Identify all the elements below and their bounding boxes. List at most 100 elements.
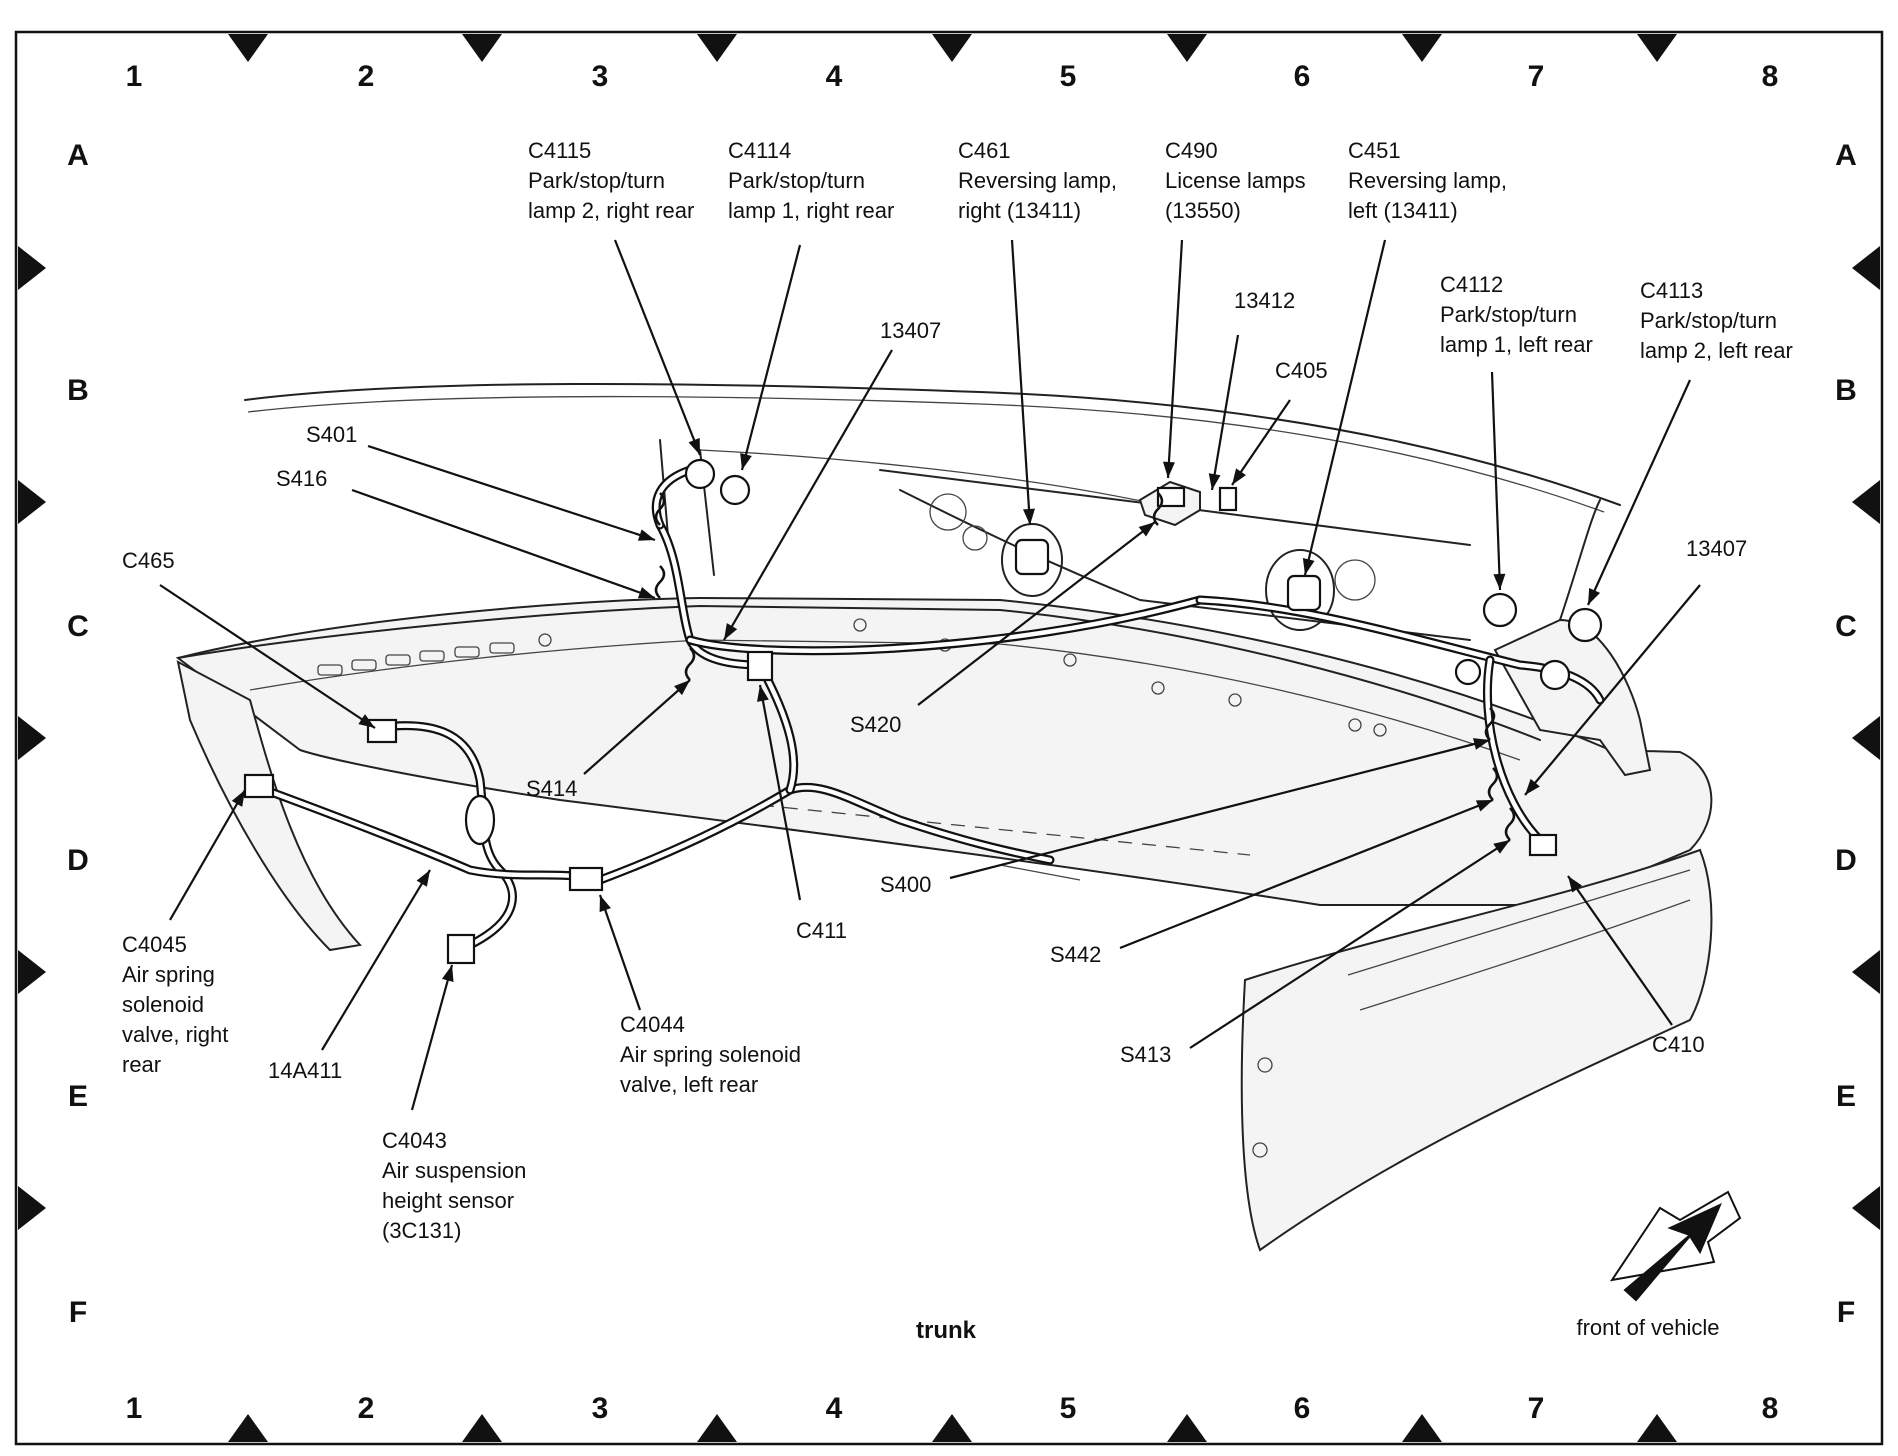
arrowhead-c451 — [1302, 558, 1315, 575]
leader-line-s414 — [583, 679, 691, 775]
arrowhead-s414 — [674, 680, 690, 696]
leader-line-c4045 — [169, 789, 246, 921]
leader-line-n13407-right — [1524, 584, 1701, 796]
connector-c4115 — [684, 458, 716, 490]
label-s442-line-1: S442 — [1050, 942, 1101, 967]
diagram-frame — [14, 30, 1884, 1446]
label-c451-line-1: C451 — [1348, 138, 1401, 163]
arrowhead-s442 — [1475, 800, 1493, 812]
label-c4113-line-3: lamp 2, left rear — [1640, 338, 1793, 363]
grid-column-label-top-8: 8 — [1762, 60, 1779, 93]
label-c490-line-1: C490 — [1165, 138, 1218, 163]
label-c4045-line-4: valve, right — [122, 1022, 228, 1047]
leader-line-c490 — [1166, 239, 1184, 479]
leader-lines — [159, 239, 1701, 1111]
grid-column-label-top-7: 7 — [1528, 60, 1545, 93]
grid-column-label-bottom-7: 7 — [1528, 1392, 1545, 1425]
arrowhead-s416 — [637, 586, 655, 599]
arrowhead-c490 — [1162, 461, 1175, 478]
leader-line-s416 — [351, 488, 656, 600]
connectors — [243, 458, 1603, 965]
connector-c4044 — [568, 866, 604, 892]
trunk-lid-edge — [244, 382, 1621, 506]
leader-line-c4043 — [410, 964, 454, 1111]
connector-c4114 — [719, 474, 751, 506]
front-of-vehicle-caption: front of vehicle — [1576, 1315, 1719, 1340]
connector-c451 — [1286, 574, 1322, 612]
connector-c490 — [1156, 486, 1186, 508]
leader-line-c405 — [1231, 399, 1291, 486]
label-c4114-line-2: Park/stop/turn — [728, 168, 865, 193]
grid-row-label-left-E: E — [68, 1080, 88, 1113]
label-c4043-line-3: height sensor — [382, 1188, 514, 1213]
grid-column-label-top-5: 5 — [1060, 60, 1077, 93]
label-c410-line-1: C410 — [1652, 1032, 1705, 1057]
leader-line-s401 — [367, 444, 656, 542]
grid-row-label-left-C: C — [67, 610, 89, 643]
grid-column-label-bottom-6: 6 — [1294, 1392, 1311, 1425]
grid-row-label-left-B: B — [67, 374, 89, 407]
label-c4043-line-4: (3C131) — [382, 1218, 461, 1243]
label-n13407-top-line-1: 13407 — [880, 318, 941, 343]
grid-column-label-top-3: 3 — [592, 60, 609, 93]
label-c4045-line-2: Air spring — [122, 962, 215, 987]
label-c4113-line-2: Park/stop/turn — [1640, 308, 1777, 333]
leader-line-c461 — [1010, 239, 1032, 526]
arrowhead-c465 — [358, 714, 375, 728]
arrowhead-n14a411 — [416, 870, 430, 887]
arrowhead-n13412 — [1208, 473, 1221, 490]
label-c4044-line-3: valve, left rear — [620, 1072, 758, 1097]
arrowhead-c4115 — [688, 437, 700, 455]
grid-row-label-right-E: E — [1836, 1080, 1856, 1113]
arrowhead-s401 — [637, 529, 655, 541]
connector-c405 — [1218, 486, 1238, 512]
arrowhead-s420 — [1138, 522, 1155, 537]
label-c461-line-3: right (13411) — [958, 198, 1081, 223]
trunk-caption: trunk — [916, 1317, 977, 1344]
label-c4044-line-1: C4044 — [620, 1012, 685, 1037]
label-n13407-right-line-1: 13407 — [1686, 536, 1747, 561]
connector-c465 — [366, 718, 398, 744]
lamp-cavity-left — [1265, 549, 1335, 631]
leader-line-c4113 — [1586, 379, 1692, 606]
label-c4112-line-1: C4112 — [1440, 272, 1503, 297]
label-n13412-line-1: 13412 — [1234, 288, 1295, 313]
grid-column-label-bottom-2: 2 — [358, 1392, 375, 1425]
label-c461-line-1: C461 — [958, 138, 1011, 163]
label-c411-line-1: C411 — [796, 918, 847, 943]
grid-row-label-right-F: F — [1837, 1296, 1855, 1329]
label-c4115-line-3: lamp 2, right rear — [528, 198, 694, 223]
trunk-floor — [175, 596, 1713, 906]
label-c490-line-3: (13550) — [1165, 198, 1241, 223]
harness-grommet — [464, 794, 496, 846]
connector-c411 — [746, 650, 774, 682]
arrowhead-c4114 — [740, 453, 752, 470]
label-c4112-line-2: Park/stop/turn — [1440, 302, 1577, 327]
arrowhead-c4045 — [231, 790, 245, 807]
leader-line-s420 — [917, 521, 1156, 706]
grid-column-label-bottom-3: 3 — [592, 1392, 609, 1425]
leader-line-c4044 — [598, 894, 642, 1011]
grid-row-label-right-B: B — [1835, 374, 1857, 407]
leader-line-c451 — [1303, 239, 1387, 576]
splices — [654, 492, 1516, 841]
label-c490-line-2: License lamps — [1165, 168, 1306, 193]
label-c405-line-1: C405 — [1275, 358, 1328, 383]
grid-column-label-bottom-5: 5 — [1060, 1392, 1077, 1425]
label-c4045-line-1: C4045 — [122, 932, 187, 957]
grid-row-label-right-A: A — [1835, 139, 1857, 172]
connector-c410 — [1528, 833, 1558, 857]
wiring-harness — [247, 465, 1605, 950]
label-c4113-line-1: C4113 — [1640, 278, 1703, 303]
label-c461-line-2: Reversing lamp, — [958, 168, 1117, 193]
arrowhead-c405 — [1232, 468, 1246, 485]
arrowhead-c4044 — [599, 895, 611, 913]
label-c4045-line-3: solenoid — [122, 992, 204, 1017]
label-c451-line-2: Reversing lamp, — [1348, 168, 1507, 193]
label-c4112-line-3: lamp 1, left rear — [1440, 332, 1593, 357]
leader-line-n13407-top — [723, 349, 893, 641]
leader-line-c4112 — [1490, 371, 1502, 591]
grid-column-label-top-2: 2 — [358, 60, 375, 93]
